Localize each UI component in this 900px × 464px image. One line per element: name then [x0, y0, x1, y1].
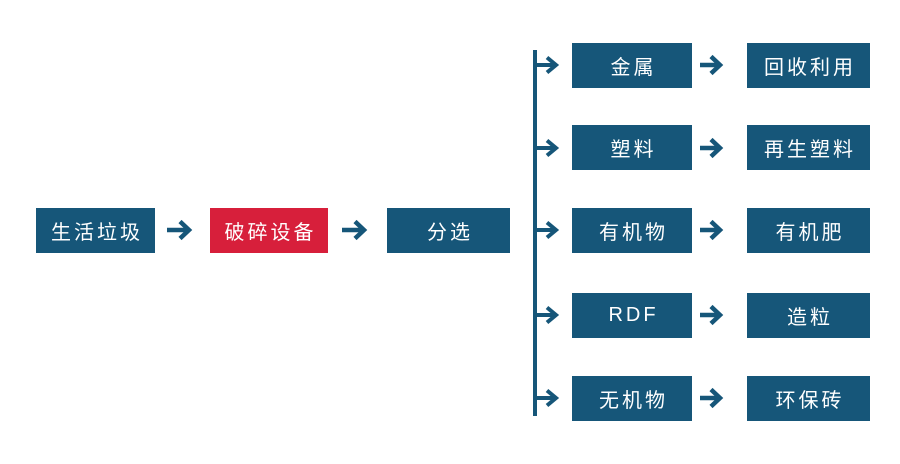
- branch-arrow-icon: [535, 305, 560, 325]
- node-sorting: 分选: [387, 208, 510, 253]
- branch-output-box: 无机物: [572, 376, 692, 421]
- branch-arrow-icon: [535, 138, 560, 158]
- branch-result-box: 造粒: [747, 293, 870, 338]
- right-arrow-icon: [700, 219, 724, 241]
- right-arrow-icon: [167, 219, 193, 241]
- right-arrow-icon: [700, 387, 724, 409]
- branch-connector-line: [533, 50, 537, 416]
- branch-arrow-icon: [535, 388, 560, 408]
- branch-arrow-icon: [535, 220, 560, 240]
- node-crushing-equipment: 破碎设备: [210, 208, 328, 253]
- branch-arrow-icon: [535, 55, 560, 75]
- right-arrow-icon: [700, 304, 724, 326]
- right-arrow-icon: [342, 219, 368, 241]
- branch-output-box: 金属: [572, 43, 692, 88]
- node-household-waste: 生活垃圾: [36, 208, 155, 253]
- branch-result-box: 再生塑料: [747, 125, 870, 170]
- right-arrow-icon: [700, 54, 724, 76]
- right-arrow-icon: [700, 137, 724, 159]
- branch-output-box: RDF: [572, 293, 692, 338]
- branch-output-box: 塑料: [572, 125, 692, 170]
- branch-result-box: 回收利用: [747, 43, 870, 88]
- branch-result-box: 环保砖: [747, 376, 870, 421]
- branch-result-box: 有机肥: [747, 208, 870, 253]
- branch-output-box: 有机物: [572, 208, 692, 253]
